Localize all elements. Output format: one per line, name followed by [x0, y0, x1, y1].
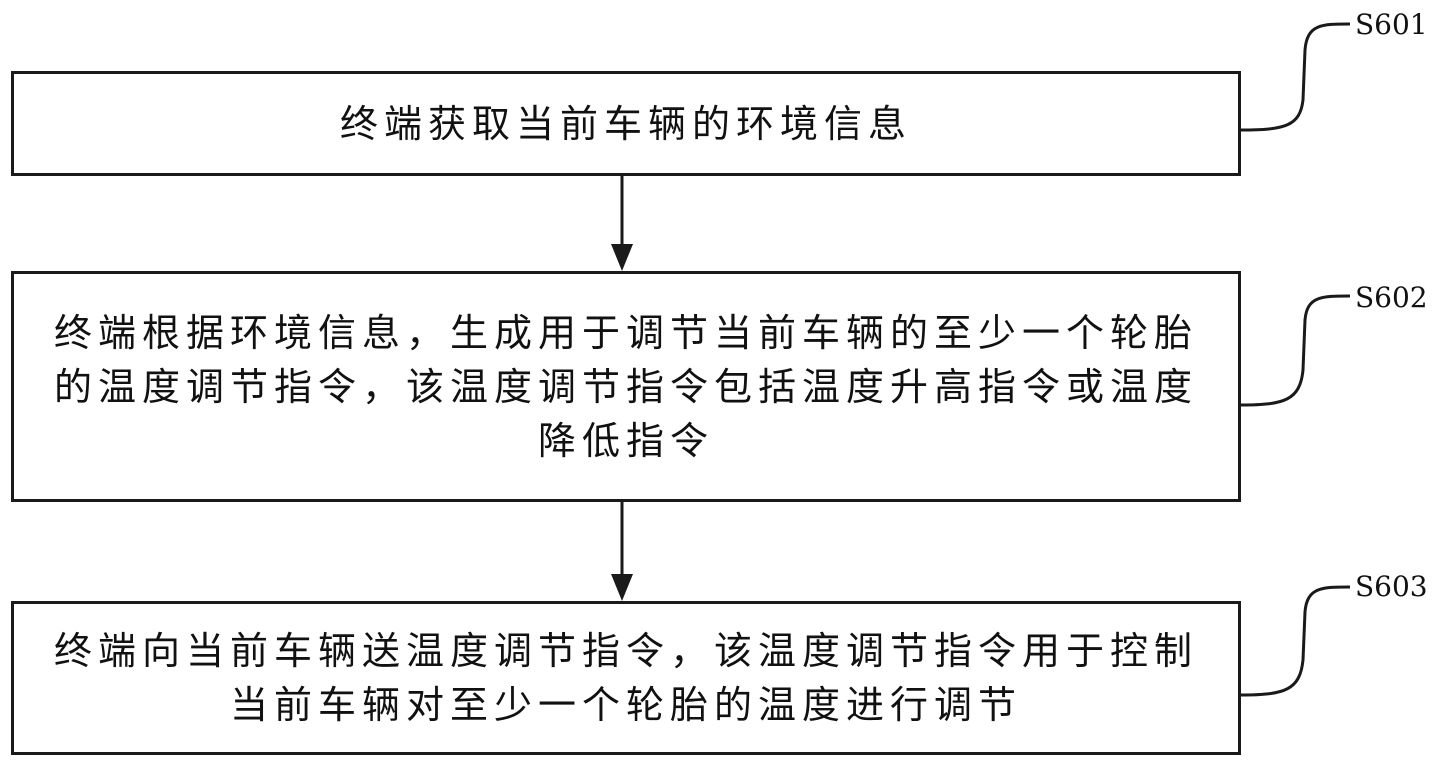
leader-line-s603: [1240, 585, 1351, 697]
leader-line-s602: [1240, 294, 1351, 407]
step-text-s601: 终端获取当前车辆的环境信息: [339, 101, 912, 146]
step-label-s603: S603: [1355, 570, 1428, 603]
step-label-s601: S601: [1355, 8, 1428, 41]
step-box-s602: 终端根据环境信息，生成用于调节当前车辆的至少一个轮胎的温度调节指令，该温度调节指…: [11, 271, 1241, 502]
flow-arrow-2-head: [611, 574, 633, 601]
step-label-s602: S602: [1355, 281, 1428, 314]
step-text-s603: 终端向当前车辆送温度调节指令，该温度调节指令用于控制当前车辆对至少一个轮胎的温度…: [53, 629, 1198, 727]
leader-line-s601: [1240, 22, 1351, 132]
step-box-s603: 终端向当前车辆送温度调节指令，该温度调节指令用于控制当前车辆对至少一个轮胎的温度…: [11, 601, 1241, 755]
step-box-s601: 终端获取当前车辆的环境信息: [11, 71, 1241, 176]
step-text-s602: 终端根据环境信息，生成用于调节当前车辆的至少一个轮胎的温度调节指令，该温度调节指…: [53, 310, 1198, 463]
flow-arrow-1-head: [611, 244, 633, 271]
